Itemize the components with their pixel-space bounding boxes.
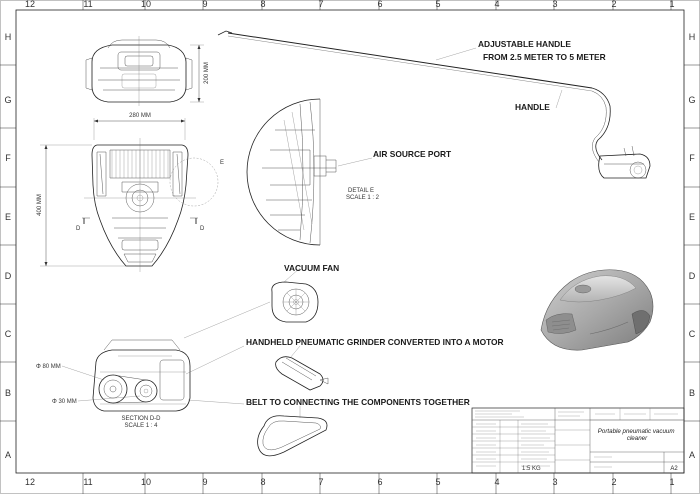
zone-number: 4 — [494, 0, 499, 9]
ruler-left: H G F E D C B A — [4, 32, 11, 460]
adjustable-handle — [217, 30, 651, 179]
height-top-dimension: 200 MM — [204, 62, 210, 84]
section-scale: SCALE 1 : 4 — [124, 423, 158, 429]
inner-frame — [15, 9, 685, 474]
sheet-size: A2 — [670, 466, 678, 472]
zone-letter: E — [5, 212, 11, 222]
belt-label: BELT TO CONNECTING THE COMPONENTS TOGETH… — [246, 397, 470, 407]
title-text-line2: cleaner — [627, 435, 648, 442]
zone-number: 5 — [435, 0, 440, 9]
vacuum-fan-label: VACUUM FAN — [284, 263, 339, 273]
belt — [187, 399, 328, 457]
zone-number: 11 — [83, 0, 92, 9]
section-marker-right: D — [200, 226, 205, 232]
drawing-title: Portable pneumatic vacuum cleaner — [598, 428, 676, 442]
dia-small-dimension: Φ 30 MM — [52, 399, 77, 405]
zone-number: 6 — [377, 477, 382, 487]
zone-number: 3 — [552, 477, 557, 487]
zone-number: 12 — [25, 0, 35, 9]
zone-number: 9 — [202, 0, 207, 9]
detail-name: DETAIL E — [348, 188, 374, 194]
pneumatic-grinder — [185, 345, 329, 391]
zone-letter: C — [689, 329, 696, 339]
zone-letter: B — [689, 388, 695, 398]
zone-letter: D — [5, 271, 12, 281]
section-view: Φ 80 MM Φ 30 MM SECTION D-D SCALE 1 : 4 — [36, 339, 191, 429]
ruler-right: H G F E D C B A — [688, 32, 695, 460]
zone-number: 7 — [318, 477, 323, 487]
zone-number: 9 — [202, 477, 207, 487]
zone-letter: G — [4, 95, 11, 105]
zone-number: 5 — [435, 477, 440, 487]
width-dimension: 280 MM — [129, 113, 151, 119]
section-marker-left: D — [76, 226, 81, 232]
handle-range-label: FROM 2.5 METER TO 5 METER — [483, 52, 606, 62]
section-name: SECTION D-D — [122, 416, 162, 422]
title-block: Portable pneumatic vacuum cleaner 1:5 KG… — [471, 407, 685, 474]
zone-number: 6 — [377, 0, 382, 9]
air-port-label: AIR SOURCE PORT — [373, 149, 452, 159]
front-view: 280 MM 400 MM D D E — [37, 113, 224, 272]
ruler-top: 12 11 10 9 8 7 6 5 4 3 2 1 — [25, 0, 675, 9]
zone-letter: A — [5, 450, 11, 460]
zone-number: 10 — [141, 477, 151, 487]
grinder-label: HANDHELD PNEUMATIC GRINDER CONVERTED INT… — [246, 337, 504, 347]
zone-letter: B — [5, 388, 11, 398]
handle-label: HANDLE — [515, 102, 550, 112]
vacuum-render — [540, 269, 654, 351]
handle-title-label: ADJUSTABLE HANDLE — [478, 39, 571, 49]
zone-letter: H — [5, 32, 12, 42]
zone-letter: H — [689, 32, 696, 42]
top-view: 200 MM — [85, 36, 210, 106]
zone-letter: F — [5, 153, 11, 163]
zone-number: 2 — [611, 477, 616, 487]
zone-letter: D — [689, 271, 696, 281]
ruler-bottom: 12 11 10 9 8 7 6 5 4 3 2 1 — [25, 477, 675, 487]
detail-marker: E — [220, 160, 224, 166]
zone-number: 10 — [141, 0, 151, 9]
detail-view: DETAIL E SCALE 1 : 2 — [246, 98, 380, 246]
zone-number: 8 — [260, 477, 265, 487]
zone-number: 1 — [669, 477, 674, 487]
zone-number: 1 — [669, 0, 674, 9]
detail-scale: SCALE 1 : 2 — [346, 195, 380, 201]
vacuum-fan — [183, 267, 319, 339]
scale-value: 1:5 KG — [522, 466, 541, 472]
zone-letter: A — [689, 450, 695, 460]
zone-letter: E — [689, 212, 695, 222]
zone-number: 4 — [494, 477, 499, 487]
title-text: Portable pneumatic vacuum — [598, 428, 675, 435]
dia-large-dimension: Φ 80 MM — [36, 364, 61, 370]
zone-number: 11 — [83, 477, 92, 487]
zone-number: 8 — [260, 0, 265, 9]
zone-letter: G — [688, 95, 695, 105]
zone-number: 12 — [25, 477, 35, 487]
zone-number: 2 — [611, 0, 616, 9]
zone-letter: F — [689, 153, 695, 163]
zone-number: 7 — [318, 0, 323, 9]
zone-number: 3 — [552, 0, 557, 9]
zone-letter: C — [5, 329, 12, 339]
height-front-dimension: 400 MM — [37, 194, 43, 216]
